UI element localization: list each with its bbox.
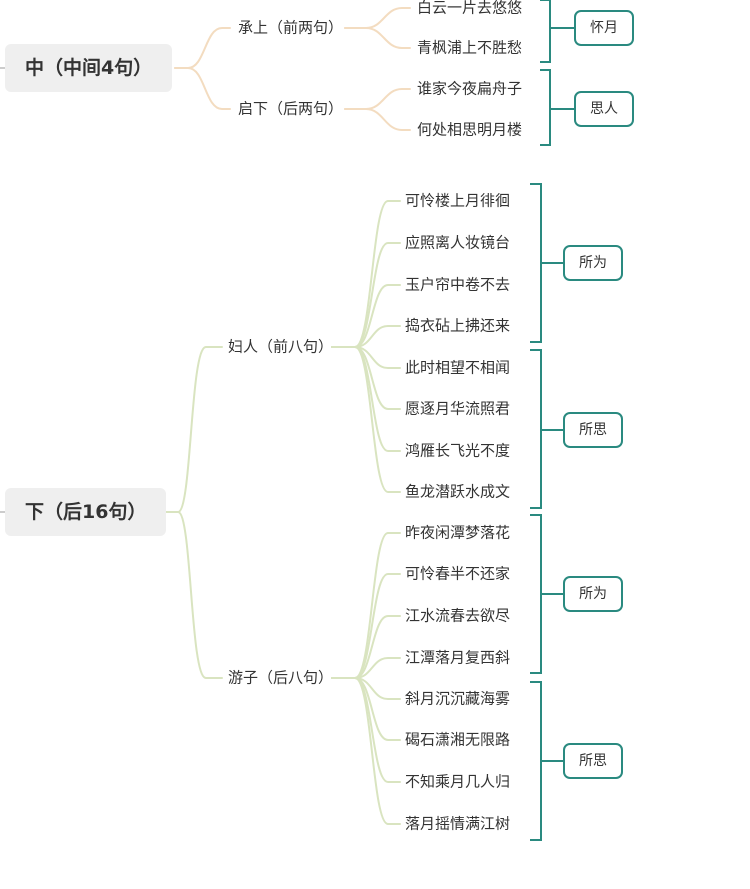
bracket: [530, 183, 563, 343]
connector: [331, 346, 401, 493]
summary-tag[interactable]: 思人: [574, 91, 634, 127]
root-node-middle[interactable]: 中（中间4句）: [5, 44, 173, 92]
connector: [331, 242, 401, 348]
connector: [344, 88, 411, 110]
summary-tag[interactable]: 所思: [563, 412, 623, 448]
leaf-node[interactable]: 江潭落月复西斜: [405, 648, 511, 667]
leaf-node[interactable]: 鱼龙潜跃水成文: [405, 482, 511, 501]
bracket: [540, 0, 574, 63]
connector: [331, 677, 401, 783]
leaf-node[interactable]: 何处相思明月楼: [417, 120, 523, 139]
leaf-node[interactable]: 碣石潇湘无限路: [405, 730, 511, 749]
connector: [174, 27, 231, 69]
connector: [344, 27, 411, 49]
leaf-node[interactable]: 青枫浦上不胜愁: [417, 38, 523, 57]
leaf-node[interactable]: 可怜春半不还家: [405, 564, 511, 583]
summary-tag[interactable]: 所为: [563, 576, 623, 612]
leaf-node[interactable]: 昨夜闲潭梦落花: [405, 523, 511, 542]
leaf-node[interactable]: 捣衣砧上拂还来: [405, 316, 511, 335]
bracket: [530, 514, 563, 674]
connector: [331, 346, 401, 452]
summary-tag[interactable]: 怀月: [574, 10, 634, 46]
connector: [344, 108, 411, 131]
branch-node-chengshang[interactable]: 承上（前两句）: [238, 18, 344, 37]
connector: [344, 7, 411, 29]
leaf-node[interactable]: 此时相望不相闻: [405, 358, 511, 377]
leaf-node[interactable]: 不知乘月几人归: [405, 772, 511, 791]
branch-node-qixia[interactable]: 启下（后两句）: [238, 99, 344, 118]
bracket: [530, 681, 563, 841]
branch-node-youzi[interactable]: 游子（后八句）: [228, 668, 334, 687]
leaf-node[interactable]: 谁家今夜扁舟子: [417, 79, 523, 98]
connector: [163, 346, 223, 513]
connector: [163, 511, 223, 679]
leaf-node[interactable]: 白云一片去悠悠: [417, 0, 523, 17]
branch-node-furen[interactable]: 妇人（前八句）: [228, 337, 334, 356]
connector: [174, 67, 231, 110]
leaf-node[interactable]: 落月摇情满江树: [405, 814, 511, 833]
leaf-node[interactable]: 愿逐月华流照君: [405, 399, 511, 418]
leaf-node[interactable]: 斜月沉沉藏海雾: [405, 689, 511, 708]
leaf-node[interactable]: 鸿雁长飞光不度: [405, 441, 511, 460]
connector: [331, 573, 401, 679]
root-node-lower[interactable]: 下（后16句）: [5, 488, 167, 536]
bracket: [530, 349, 563, 509]
leaf-node[interactable]: 江水流春去欲尽: [405, 606, 511, 625]
summary-tag[interactable]: 所思: [563, 743, 623, 779]
leaf-node[interactable]: 应照离人妆镜台: [405, 233, 511, 252]
leaf-node[interactable]: 可怜楼上月徘徊: [405, 191, 511, 210]
connector: [331, 677, 401, 825]
leaf-node[interactable]: 玉户帘中卷不去: [405, 275, 511, 294]
summary-tag[interactable]: 所为: [563, 245, 623, 281]
bracket: [540, 69, 574, 146]
